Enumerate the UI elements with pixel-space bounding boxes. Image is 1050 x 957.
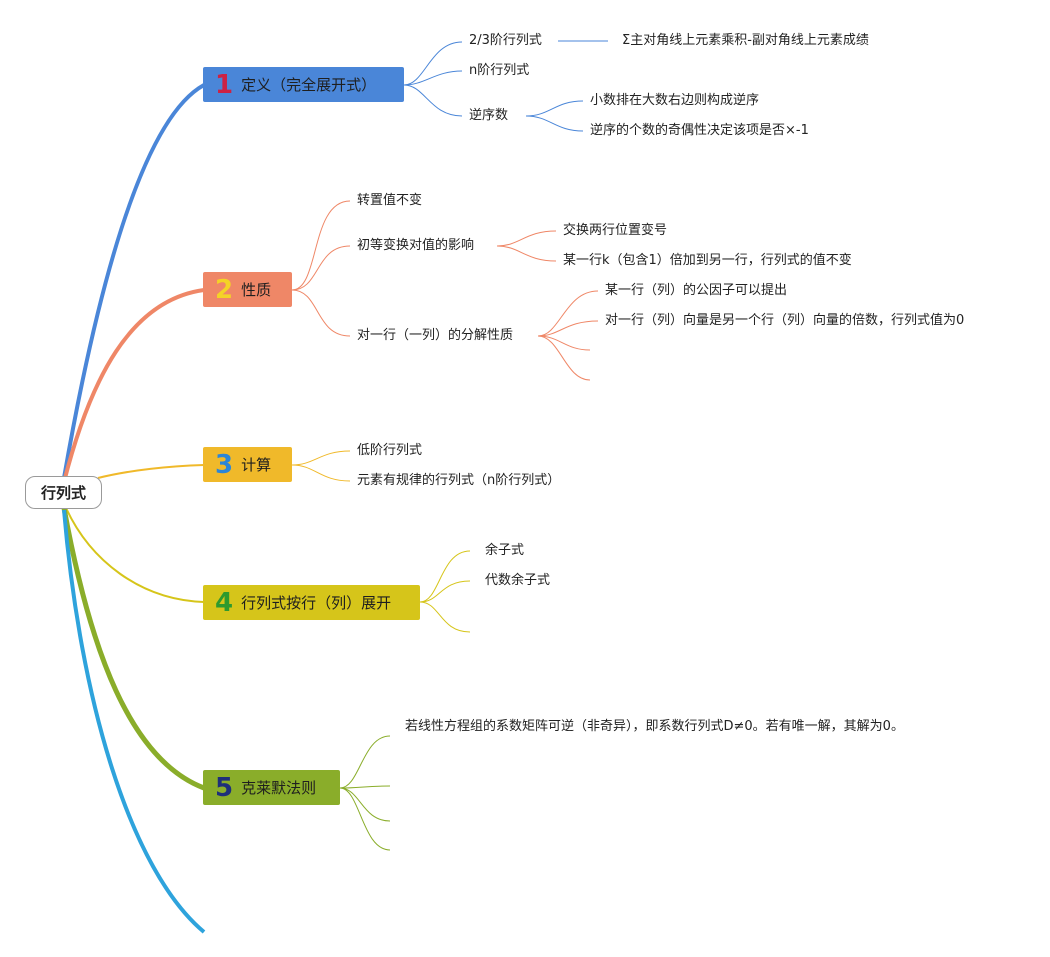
t4-link-c bbox=[419, 601, 471, 633]
topic-number-badge: 3 bbox=[215, 449, 234, 480]
node-minor[interactable]: 余子式 bbox=[485, 543, 525, 558]
branch-line-6 bbox=[62, 509, 206, 934]
t2-link-a bbox=[291, 200, 351, 291]
branch-line-4 bbox=[65, 507, 205, 603]
t1-link-a bbox=[403, 41, 463, 86]
t2-link-c4 bbox=[537, 335, 591, 381]
topic-label: 克莱默法则 bbox=[241, 779, 317, 797]
node-decomposition[interactable]: 对一行（一列）的分解性质 bbox=[357, 328, 514, 343]
topic-label: 计算 bbox=[241, 456, 272, 474]
node-inversion-number[interactable]: 逆序数 bbox=[469, 108, 509, 123]
t2-link-b1 bbox=[496, 230, 557, 247]
t5-link-c bbox=[339, 787, 391, 822]
branch-line-5 bbox=[61, 507, 205, 791]
node-n-order[interactable]: n阶行列式 bbox=[469, 63, 530, 78]
t1-link-b bbox=[403, 70, 463, 86]
topic-definition[interactable]: 1 定义（完全展开式） bbox=[203, 67, 404, 102]
node-cofactor[interactable]: 代数余子式 bbox=[485, 573, 551, 588]
t2-link-c2 bbox=[537, 320, 599, 337]
node-low-order[interactable]: 低阶行列式 bbox=[357, 443, 423, 458]
topic-calculation[interactable]: 3 计算 bbox=[203, 447, 292, 482]
node-transpose[interactable]: 转置值不变 bbox=[357, 193, 423, 208]
t2-link-c1 bbox=[537, 290, 599, 337]
topic-label: 行列式按行（列）展开 bbox=[241, 594, 392, 612]
node-2-3-order-formula[interactable]: Σ主对角线上元素乘积-副对角线上元素成绩 bbox=[622, 33, 869, 48]
t2-link-b bbox=[291, 245, 351, 291]
topic-label: 定义（完全展开式） bbox=[241, 76, 377, 94]
t1-link-c1 bbox=[525, 100, 584, 117]
node-2-3-order[interactable]: 2/3阶行列式 bbox=[469, 33, 542, 48]
topic-label: 性质 bbox=[241, 281, 272, 299]
t4-link-a bbox=[419, 550, 471, 603]
node-inversion-rule[interactable]: 小数排在大数右边则构成逆序 bbox=[590, 93, 760, 108]
t1-link-c bbox=[403, 84, 463, 117]
root-label: 行列式 bbox=[40, 484, 86, 502]
root-node[interactable]: 行列式 bbox=[25, 476, 102, 509]
t2-link-c bbox=[291, 289, 351, 337]
node-regular-elements[interactable]: 元素有规律的行列式（n阶行列式） bbox=[357, 473, 561, 488]
branch-line-1 bbox=[62, 83, 205, 479]
t5-link-b bbox=[339, 785, 391, 789]
node-elementary-transform[interactable]: 初等变换对值的影响 bbox=[357, 238, 475, 253]
t4-link-b bbox=[419, 580, 471, 603]
node-cramer-condition[interactable]: 若线性方程组的系数矩阵可逆（非奇异），即系数行列式D≠0。若有唯一解，其解为0。 bbox=[405, 719, 904, 734]
t5-link-d bbox=[339, 787, 391, 851]
node-swap-rows[interactable]: 交换两行位置变号 bbox=[563, 223, 668, 238]
branch-line-3 bbox=[97, 464, 205, 479]
branch-line-2 bbox=[62, 288, 205, 483]
topic-number-badge: 1 bbox=[215, 69, 234, 100]
t5-link-a bbox=[339, 735, 391, 789]
topic-properties[interactable]: 2 性质 bbox=[203, 272, 292, 307]
topic-number-badge: 4 bbox=[215, 587, 234, 618]
t3-link-b bbox=[291, 464, 351, 482]
node-inversion-parity[interactable]: 逆序的个数的奇偶性决定该项是否×-1 bbox=[590, 123, 809, 138]
node-row-addition[interactable]: 某一行k（包含1）倍加到另一行，行列式的值不变 bbox=[563, 253, 852, 268]
t1-link-c2 bbox=[525, 115, 584, 132]
node-proportional-rows[interactable]: 对一行（列）向量是另一个行（列）向量的倍数，行列式值为0 bbox=[605, 313, 965, 328]
topic-expansion[interactable]: 4 行列式按行（列）展开 bbox=[203, 585, 420, 620]
topic-cramers-rule[interactable]: 5 克莱默法则 bbox=[203, 770, 340, 805]
t3-link-a bbox=[291, 450, 351, 466]
node-common-factor[interactable]: 某一行（列）的公因子可以提出 bbox=[605, 283, 788, 298]
topic-number-badge: 2 bbox=[215, 274, 234, 305]
topic-number-badge: 5 bbox=[215, 772, 234, 803]
t2-link-b2 bbox=[496, 245, 557, 262]
